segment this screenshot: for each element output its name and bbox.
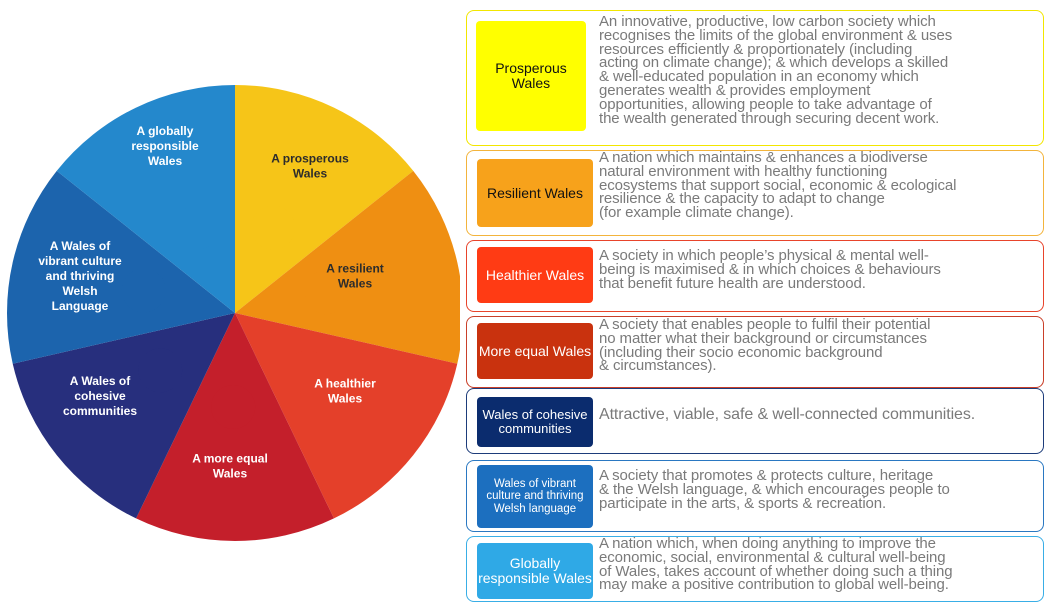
goal-description-line: recognises the limits of the global envi… <box>599 26 953 44</box>
goal-description-line: An innovative, productive, low carbon so… <box>599 13 936 30</box>
goal-row-more-equal: More equal Wales A society that enables p… <box>466 316 1044 388</box>
goal-label-cohesive: Wales of cohesive communities <box>477 397 593 447</box>
wheel-label-line: Wales <box>148 154 183 168</box>
goal-description-line: & well-educated population in an economy… <box>599 68 919 86</box>
wheel-label-line: A prosperous <box>271 152 349 166</box>
wheel-segment-cohesive <box>12 313 236 519</box>
wheel-segment-shape <box>56 85 236 313</box>
goal-description-line: A nation which, when doing anything to i… <box>599 535 936 552</box>
goal-description-line: no matter what their background or circu… <box>599 329 927 347</box>
wheel-segment-shape <box>6 170 235 364</box>
wheel-label-line: and thriving <box>46 269 115 283</box>
goal-label-vibrant-culture: Wales of vibrant culture and thriving We… <box>477 465 593 528</box>
goal-description-line: A society that enables people to fulfil … <box>599 316 931 333</box>
wheel-label-line: A healthier <box>314 377 376 391</box>
goal-description-line: being is maximised & in which choices & … <box>599 260 941 278</box>
goal-description-healthier: A society in which people’s physical & m… <box>599 247 941 292</box>
goal-description-resilient: A nation which maintains & enhances a bi… <box>599 149 957 222</box>
goal-description-line: the wealth generated through securing de… <box>599 109 940 127</box>
goal-description-line: A society that promotes & protects cultu… <box>599 467 934 484</box>
wheel-segment-shape <box>235 85 414 313</box>
goal-description-line: of Wales, takes account of whether doing… <box>599 562 953 580</box>
goal-row-resilient: Resilient Wales A nation which maintains … <box>466 150 1044 236</box>
goal-description-line: resources efficiently & proportionately … <box>599 40 913 58</box>
goal-description-line: economic, social, environmental & cultur… <box>599 548 946 566</box>
wheel-label-line: A Wales of <box>50 239 111 253</box>
wheel-label-line: vibrant culture <box>38 254 122 268</box>
goal-label-resilient: Resilient Wales <box>477 159 593 227</box>
wheel-segment-globally-responsible <box>56 85 236 313</box>
wheel-label-line: A resilient <box>326 262 384 276</box>
wheel-label-line: communities <box>63 404 137 418</box>
goal-description-line: natural environment with healthy functio… <box>599 162 888 180</box>
wheel-label-line: A more equal <box>192 452 268 466</box>
goal-description-more-equal: A society that enables people to fulfil … <box>599 316 931 375</box>
goal-description-line: may make a positive contribution to glob… <box>599 576 949 594</box>
puzzle-tab <box>138 348 183 393</box>
wheel-segment-shape <box>235 170 460 364</box>
goal-label-more-equal: More equal Wales <box>477 323 593 379</box>
goal-description-line: Attractive, viable, safe & well-connecte… <box>599 406 976 423</box>
puzzle-tab <box>304 270 349 315</box>
goal-description-globally-responsible: A nation which, when doing anything to i… <box>599 535 953 594</box>
goal-description-line: A nation which maintains & enhances a bi… <box>599 149 928 166</box>
goal-description-line: opportunities, allowing people to take a… <box>599 95 932 113</box>
goal-description-cohesive: Attractive, viable, safe & well-connecte… <box>599 406 976 423</box>
goal-description-vibrant-culture: A society that promotes & protects cultu… <box>599 467 950 512</box>
goal-description-prosperous: An innovative, productive, low carbon so… <box>599 13 953 127</box>
puzzle-tab <box>121 268 166 313</box>
wheel-label-line: A globally <box>137 124 194 138</box>
wheel-label-line: Wales <box>338 277 373 291</box>
wheel-segment-resilient <box>235 170 460 364</box>
puzzle-tab <box>174 205 219 250</box>
wheel-segment-vibrant-culture <box>6 170 235 364</box>
wheel-segment-more-equal <box>136 313 334 541</box>
goal-description-line: that benefit future health are understoo… <box>599 274 866 292</box>
goal-row-healthier: Healthier Wales A society in which people… <box>466 240 1044 312</box>
goal-description-line: (including their socio economic backgrou… <box>599 343 883 361</box>
wheel-label-line: responsible <box>131 139 199 153</box>
wheel-label-line: cohesive <box>74 389 126 403</box>
goal-row-prosperous: Prosperous Wales An innovative, productiv… <box>466 10 1044 146</box>
wheel-segment-prosperous <box>235 85 414 313</box>
wheel-label-line: Welsh <box>62 284 97 298</box>
goal-description-line: participate in the arts, & sports & recr… <box>599 494 887 512</box>
goal-description-line: ecosystems that support social, economic… <box>599 176 957 194</box>
wheel-label-line: Language <box>52 299 109 313</box>
goal-row-vibrant-culture: Wales of vibrant culture and thriving We… <box>466 460 1044 532</box>
wheel-label-line: Wales <box>213 467 248 481</box>
goal-label-globally-responsible: Globally responsible Wales <box>477 543 593 599</box>
puzzle-tab <box>285 350 330 395</box>
goal-description-line: A society in which people’s physical & m… <box>599 247 929 264</box>
wheel-label-line: Wales <box>293 167 328 181</box>
goal-description-line: resilience & the capacity to adapt to ch… <box>599 190 885 208</box>
wheel-label-line: A Wales of <box>70 374 131 388</box>
goal-label-prosperous: Prosperous Wales <box>476 21 586 131</box>
goal-row-cohesive: Wales of cohesive communities Attractive,… <box>466 388 1044 454</box>
goal-description-line: acting on climate change); & which devel… <box>599 54 949 72</box>
goal-label-healthier: Healthier Wales <box>477 247 593 303</box>
goal-description-line: & the Welsh language, & which encourages… <box>599 480 950 498</box>
puzzle-tab <box>251 205 296 250</box>
goal-description-line: & circumstances). <box>599 357 717 375</box>
goal-description-line: generates wealth & provides employment <box>599 81 871 99</box>
goal-description-line: (for example climate change). <box>599 204 794 222</box>
wheel-segment-healthier <box>235 313 458 519</box>
puzzle-tab <box>211 385 256 429</box>
wheel-label-line: Wales <box>328 392 363 406</box>
goal-row-globally-responsible: Globally responsible Wales A nation which… <box>466 536 1044 602</box>
